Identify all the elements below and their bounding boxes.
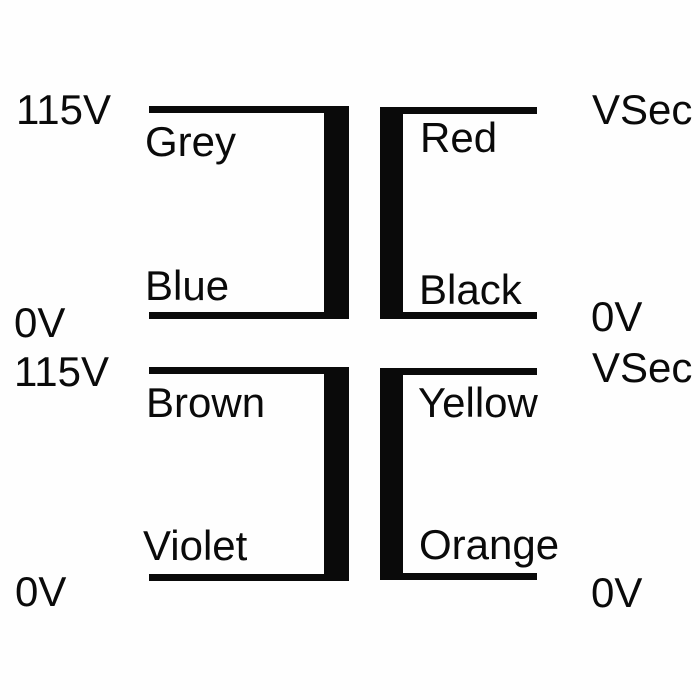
wire-lead-bottom [380,312,537,319]
wire-color-label: Brown [146,379,266,426]
winding-core-bar [380,368,403,580]
wire-lead-top [149,367,349,374]
wire-lead-top [380,368,537,375]
winding-core-bar [324,367,349,581]
wire-color-label: Red [420,114,498,161]
wire-lead-bottom [149,574,349,581]
wire-color-label: Grey [145,118,237,165]
terminal-voltage-label: 115V [16,86,111,133]
wire-color-label: Yellow [418,379,538,426]
wire-lead-top [380,107,537,114]
wire-lead-top [149,106,349,113]
terminal-voltage-label: VSec [592,86,693,133]
terminal-voltage-label: 0V [591,569,643,616]
wire-color-label: Black [419,266,522,313]
wire-color-label: Blue [145,262,230,309]
winding-core-bar [380,107,403,319]
wire-lead-bottom [380,573,537,580]
terminal-voltage-label: 0V [591,293,643,340]
wire-color-label: Violet [143,522,248,569]
winding-core-bar [324,106,349,319]
terminal-voltage-label: 0V [14,299,66,346]
terminal-voltage-label: 115V [14,348,109,395]
terminal-voltage-label: VSec [592,344,693,391]
terminal-voltage-label: 0V [15,568,67,615]
wire-color-label: Orange [419,521,560,568]
wire-lead-bottom [149,312,349,319]
